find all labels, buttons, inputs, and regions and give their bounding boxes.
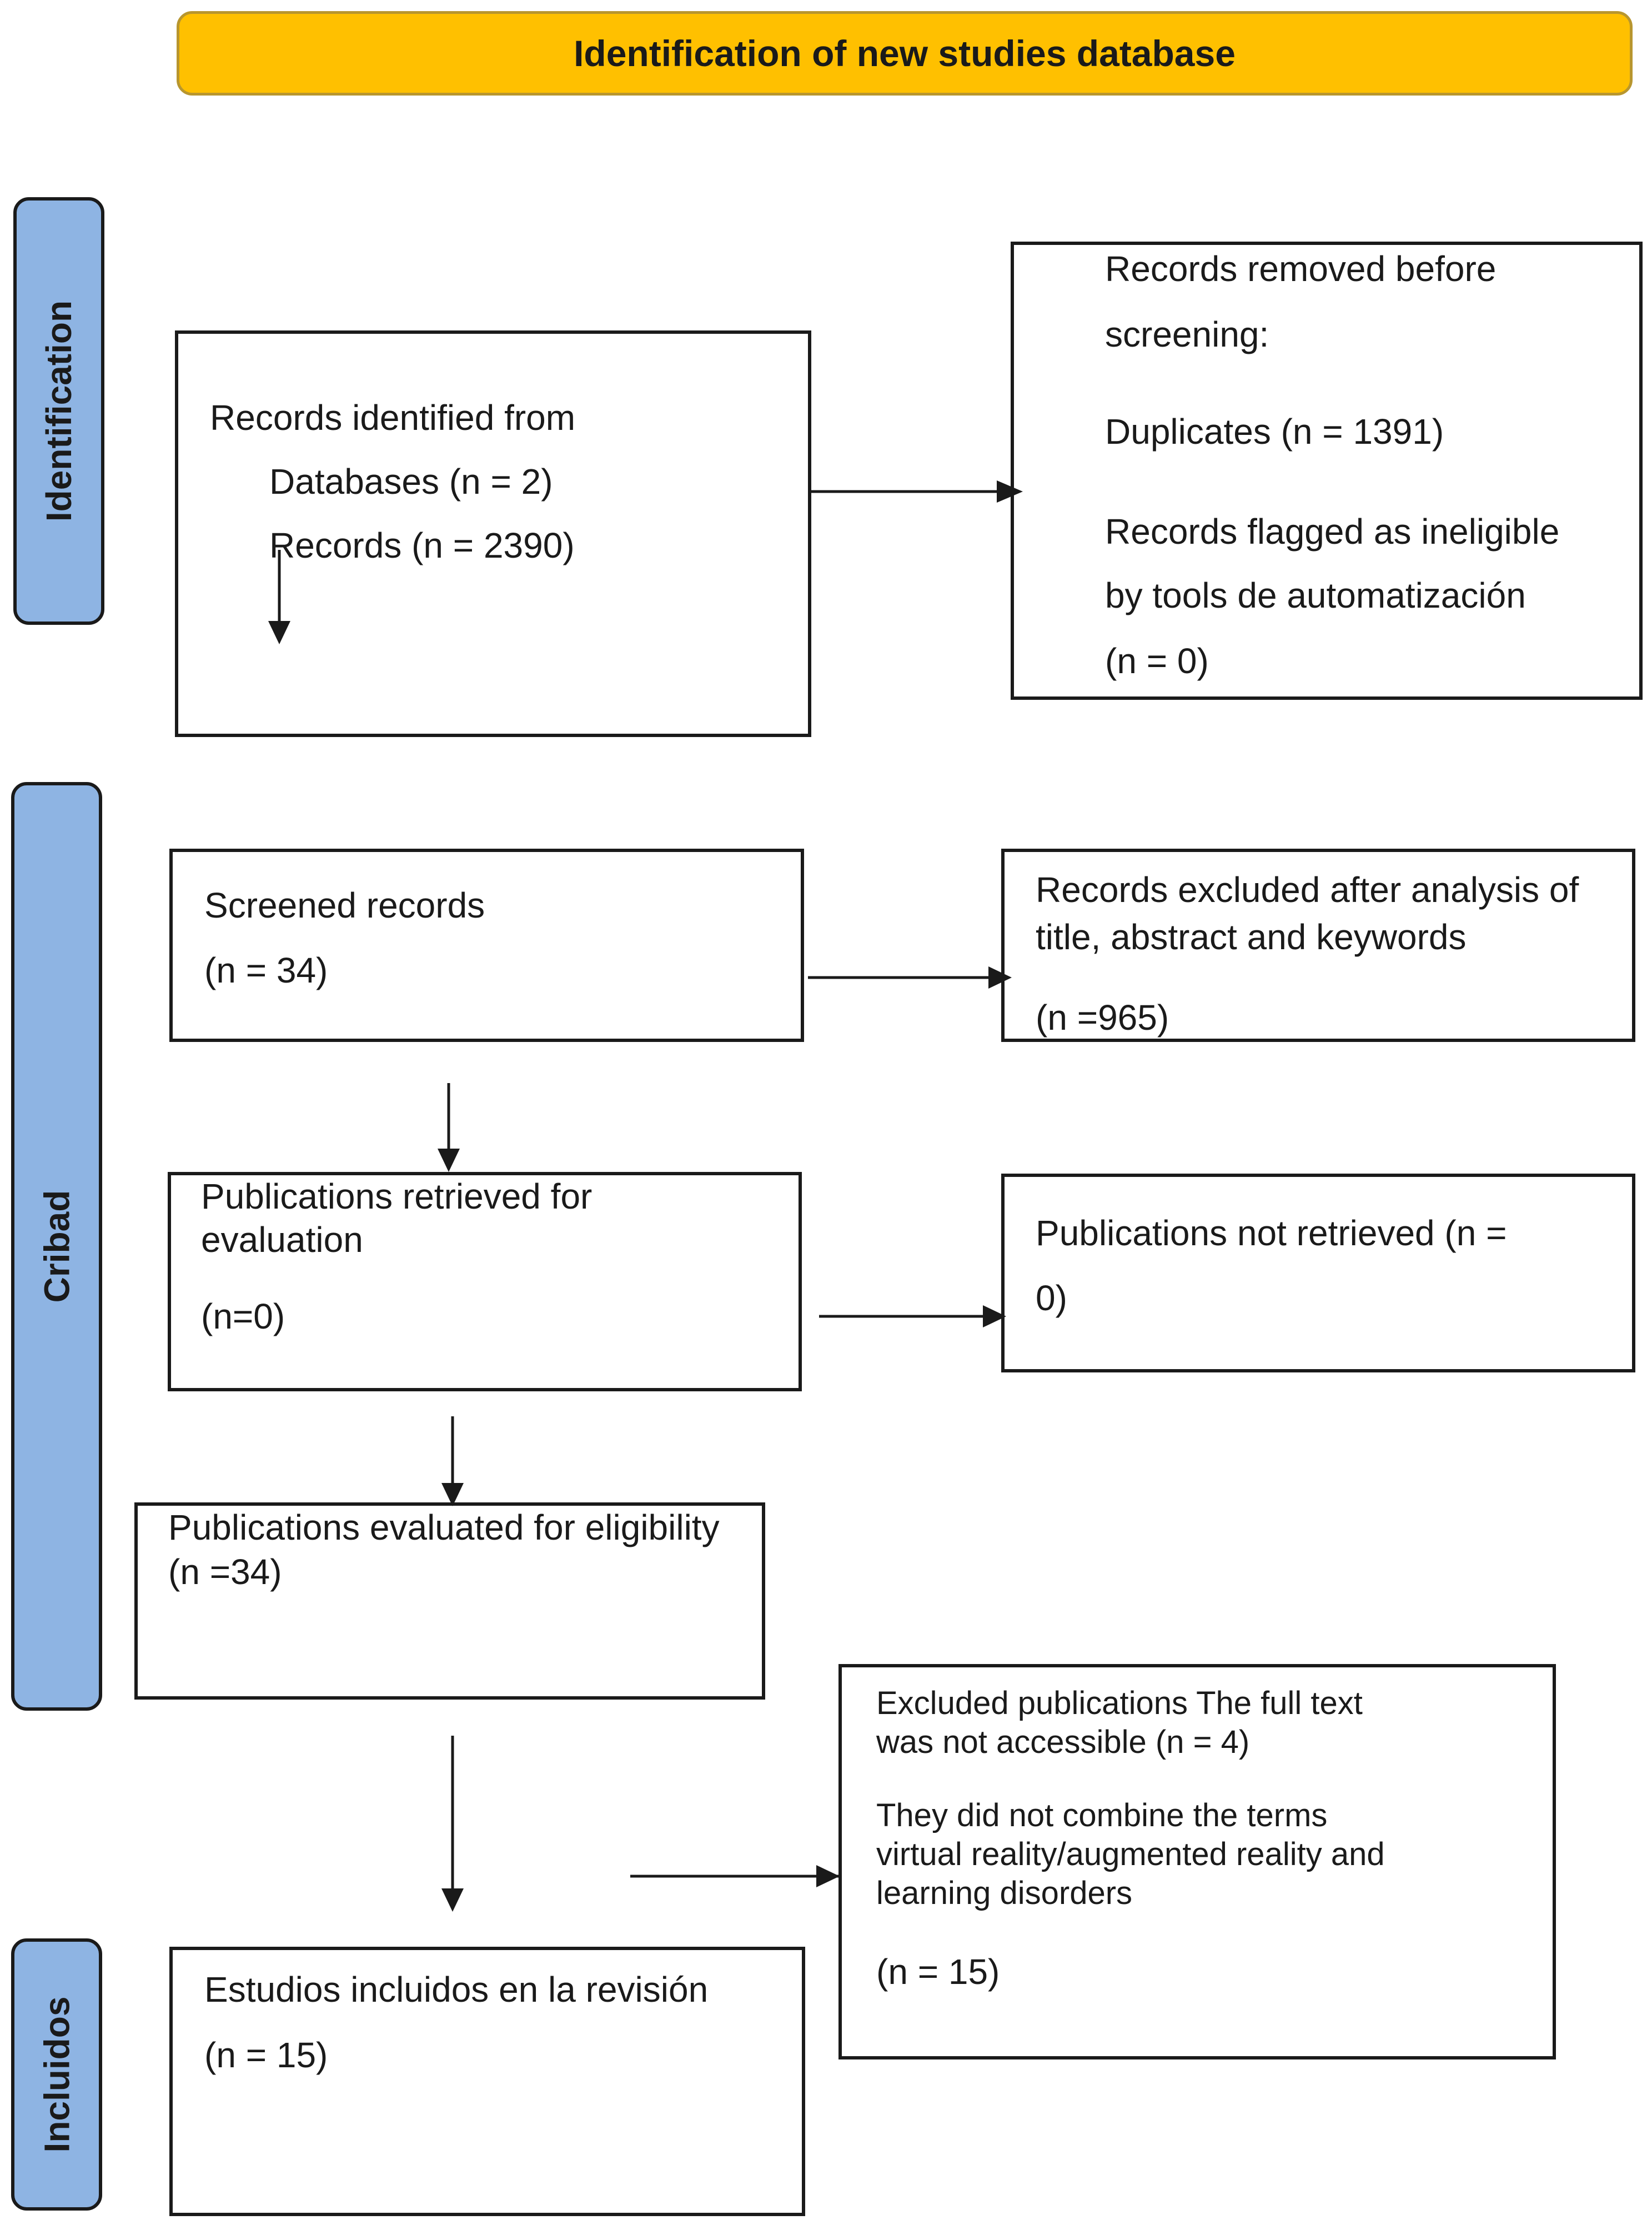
screened-records-label: Screened records	[204, 885, 485, 925]
publications-retrieved-line1: Publications retrieved for	[201, 1176, 592, 1216]
publications-retrieved-count: (n=0)	[201, 1296, 285, 1336]
records-removed-duplicates: Duplicates (n = 1391)	[1105, 412, 1444, 452]
records-removed-tools: by tools de automatización	[1105, 575, 1526, 615]
included-studies-box	[169, 1947, 805, 2216]
excluded-publications-line5: learning disorders	[876, 1875, 1133, 1911]
database-banner: Identification of new studies database	[177, 11, 1633, 96]
eligibility-box	[134, 1502, 765, 1700]
records-identified-records: Records (n = 2390)	[269, 525, 575, 565]
arrowhead-retrieved-to-not-retrieved	[983, 1305, 1006, 1327]
records-excluded-count: (n =965)	[1036, 998, 1169, 1038]
records-removed-count: (n = 0)	[1105, 641, 1209, 681]
excluded-publications-line4: virtual reality/augmented reality and	[876, 1836, 1385, 1872]
arrowhead-identified-to-removed	[997, 480, 1023, 503]
publications-not-retrieved-line1: Publications not retrieved (n =	[1036, 1213, 1507, 1253]
excluded-publications-count: (n = 15)	[876, 1952, 1000, 1992]
arrowhead-eligibility-to-included	[441, 1888, 464, 1912]
excluded-publications-box	[838, 1664, 1556, 2059]
publications-not-retrieved-box	[1001, 1174, 1635, 1372]
records-excluded-line2: title, abstract and keywords	[1036, 917, 1467, 957]
phase-incluidos: Incluidos	[11, 1938, 102, 2211]
records-removed-flagged: Records flagged as ineligible	[1105, 512, 1560, 552]
records-excluded-line1: Records excluded after analysis of	[1036, 870, 1579, 910]
screened-records-box	[169, 849, 804, 1042]
records-identified-databases: Databases (n = 2)	[269, 462, 553, 502]
excluded-publications-line2: was not accessible (n = 4)	[876, 1724, 1250, 1760]
eligibility-count: (n =34)	[168, 1552, 282, 1592]
records-removed-line2: screening:	[1105, 314, 1269, 354]
included-studies-count: (n = 15)	[204, 2035, 328, 2075]
eligibility-label: Publications evaluated for eligibility	[168, 1507, 720, 1547]
banner-title: Identification of new studies database	[574, 33, 1236, 74]
records-removed-line1: Records removed before	[1105, 249, 1497, 289]
excluded-publications-line3: They did not combine the terms	[876, 1797, 1328, 1833]
phase-cribad: Cribad	[11, 782, 102, 1711]
phase-identification: Identification	[13, 197, 104, 625]
publications-not-retrieved-line2: 0)	[1036, 1278, 1067, 1318]
arrowhead-identified-inner-down	[268, 621, 290, 644]
arrowhead-screened-to-retrieved	[438, 1149, 460, 1172]
publications-retrieved-box	[168, 1172, 802, 1391]
publications-retrieved-line2: evaluation	[201, 1220, 363, 1260]
excluded-publications-line1: Excluded publications The full text	[876, 1685, 1363, 1721]
arrowhead-retrieved-to-eligibility	[441, 1483, 464, 1506]
records-identified-box	[175, 330, 811, 737]
records-removed-box	[1011, 242, 1643, 700]
records-identified-line1: Records identified from	[210, 398, 576, 438]
arrowhead-screened-to-excluded	[988, 966, 1012, 989]
screened-records-count: (n = 34)	[204, 950, 328, 990]
included-studies-label: Estudios incluidos en la revisión	[204, 1970, 709, 2009]
records-excluded-box	[1001, 849, 1635, 1042]
arrowhead-to-excluded-publications	[816, 1865, 840, 1887]
